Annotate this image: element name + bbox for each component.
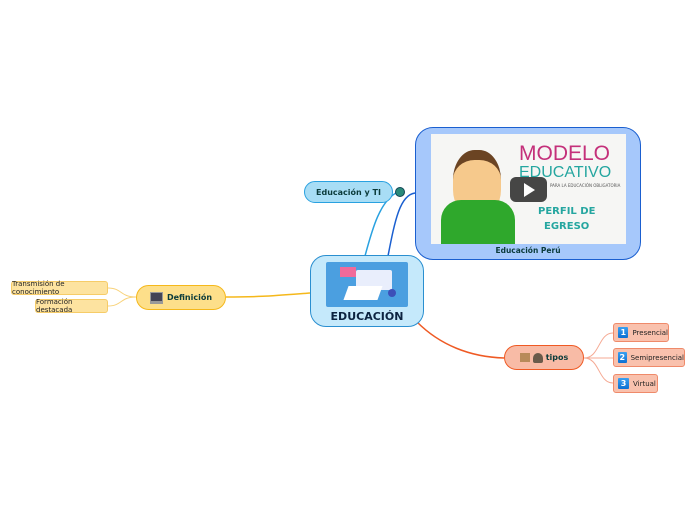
central-node[interactable]: EDUCACIÓN [310, 255, 424, 327]
leaf-label: Presencial [632, 328, 668, 337]
video-caption: Educación Perú [495, 246, 561, 255]
tipos-node[interactable]: tipos [504, 345, 584, 370]
thumb-subtitle: PARA LA EDUCACIÓN OBLIGATORIA [550, 183, 621, 188]
leaf-presencial[interactable]: 1 Presencial [613, 323, 669, 342]
thumb-title1: MODELO [519, 142, 611, 165]
video-node[interactable]: MODELO EDUCATIVO PARA LA EDUCACIÓN OBLIG… [415, 127, 641, 260]
leaf-formacion[interactable]: Formación destacada [35, 298, 108, 314]
video-thumbnail[interactable]: MODELO EDUCATIVO PARA LA EDUCACIÓN OBLIG… [431, 134, 626, 244]
number-1-icon: 1 [618, 327, 629, 338]
education-illustration [326, 262, 408, 307]
definicion-node[interactable]: Definición [136, 285, 226, 310]
number-3-icon: 3 [618, 378, 629, 389]
leaf-virtual[interactable]: 3 Virtual [613, 374, 658, 393]
thumb-title2: EDUCATIVO [519, 164, 612, 181]
green-shirt [441, 200, 515, 244]
ti-node[interactable]: Educación y TI [304, 181, 393, 203]
computer-icon [149, 291, 163, 304]
number-2-icon: 2 [618, 352, 627, 363]
globe-icon[interactable] [395, 187, 405, 197]
school-icon [519, 353, 530, 362]
leaf-transmision[interactable]: Transmisión de conocimiento [11, 280, 108, 296]
ti-label: Educación y TI [316, 187, 381, 197]
tipos-label: tipos [545, 353, 569, 362]
leaf-label: Semipresencial [630, 353, 684, 362]
leaf-semipresencial[interactable]: 2 Semipresencial [613, 348, 685, 367]
student-laptop-icon [532, 352, 543, 363]
central-label: EDUCACIÓN [330, 310, 404, 323]
thumb-tag2: EGRESO [544, 221, 590, 232]
play-icon[interactable] [510, 177, 547, 202]
thumb-tag1: PERFIL DE [538, 206, 596, 217]
leaf-label: Virtual [633, 379, 656, 388]
definicion-label: Definición [166, 293, 213, 302]
